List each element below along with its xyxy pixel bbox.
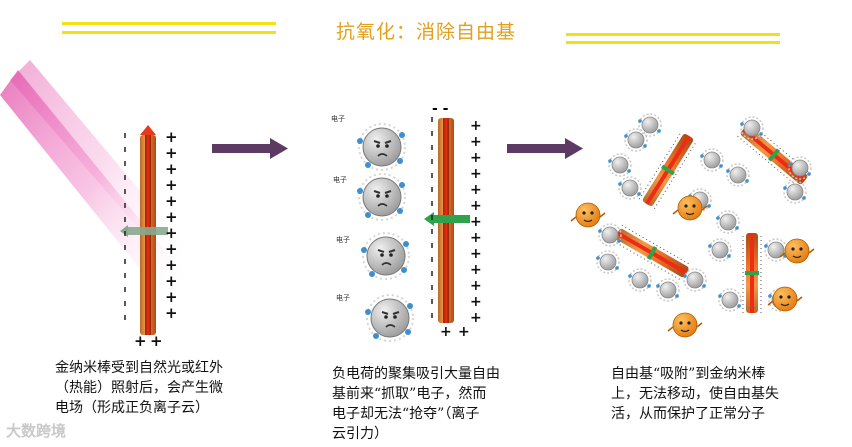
caption-panel1: 金纳米棒受到自然光或红外 （热能）照射后，会产生微 电场（形成正负离子云） xyxy=(55,358,223,418)
svg-text:- -: - - xyxy=(432,101,449,117)
gold-nanorod-2 xyxy=(424,118,470,323)
svg-text:+: + xyxy=(165,240,178,258)
process-arrow-1 xyxy=(212,138,288,159)
svg-text:+: + xyxy=(470,262,482,278)
light-beam xyxy=(0,60,190,300)
caption-panel3: 自由基“吸附”到金纳米棒 上，无法移动，使自由基失 活，从而保护了正常分子 xyxy=(611,364,779,424)
caption-line: 基前来“抓取”电子，然而 xyxy=(332,386,487,402)
caption-line: 上，无法移动，使自由基失 xyxy=(611,386,779,402)
title-bar-left-top xyxy=(62,22,276,25)
caption-line: 金纳米棒受到自然光或红外 xyxy=(55,360,223,376)
svg-text:+: + xyxy=(165,256,178,274)
caption-panel2: 负电荷的聚集吸引大量自由 基前来“抓取”电子，然而 电子却无法“抢夺”（离子 云… xyxy=(332,364,500,444)
plus-charges-1: +++ +++ +++ +++ ++ xyxy=(134,128,178,350)
title-bar-left-bottom xyxy=(62,31,276,34)
process-arrow-2 xyxy=(507,138,583,159)
minus-charges-2: - - xyxy=(431,101,449,320)
caption-line: 电场（形成正负离子云） xyxy=(55,400,209,416)
field-arrow-2 xyxy=(434,215,470,223)
svg-text:+: + xyxy=(165,192,178,210)
svg-text:+: + xyxy=(470,294,482,310)
page-title: 抗氧化：消除自由基 xyxy=(335,21,516,43)
plus-charges-2: +++ +++ +++ +++ + ++ xyxy=(440,118,482,340)
svg-text:+: + xyxy=(165,224,178,242)
svg-text:+: + xyxy=(440,324,452,340)
caption-line: 负电荷的聚集吸引大量自由 xyxy=(332,366,500,382)
svg-text:+: + xyxy=(470,278,482,294)
svg-text:+: + xyxy=(470,166,482,182)
svg-text:+: + xyxy=(470,310,482,326)
svg-text:+: + xyxy=(470,214,482,230)
watermark: 大数跨境 xyxy=(6,422,67,440)
svg-text:+: + xyxy=(165,160,178,178)
electron-label: 电子 xyxy=(336,293,350,302)
caption-line: （热能）照射后，会产生微 xyxy=(55,380,223,396)
svg-text:+: + xyxy=(165,272,178,290)
svg-text:+: + xyxy=(470,246,482,262)
electron-label: 电子 xyxy=(333,175,347,184)
svg-text:+: + xyxy=(165,176,178,194)
svg-text:+: + xyxy=(470,118,482,134)
caption-line: 活，从而保护了正常分子 xyxy=(611,406,765,422)
svg-text:+: + xyxy=(165,288,178,306)
electron-label: 电子 xyxy=(331,114,345,123)
electron-labels: 电子 电子 电子 电子 xyxy=(331,114,350,302)
svg-text:+: + xyxy=(458,324,470,340)
title-bar-right-top xyxy=(566,33,780,36)
svg-text:+: + xyxy=(165,144,178,162)
svg-text:+: + xyxy=(470,150,482,166)
caption-line: 电子却无法“抢夺”（离子 xyxy=(332,406,480,422)
svg-text:+: + xyxy=(134,332,147,350)
svg-text:+: + xyxy=(470,230,482,246)
svg-text:+: + xyxy=(150,332,163,350)
free-radicals-panel2 xyxy=(356,123,414,342)
gold-nanorod-1 xyxy=(120,125,168,335)
electron-label: 电子 xyxy=(336,235,350,244)
caption-line: 自由基“吸附”到金纳米棒 xyxy=(611,366,766,382)
svg-text:+: + xyxy=(165,208,178,226)
svg-text:+: + xyxy=(165,128,178,146)
adsorbed-cluster xyxy=(570,113,815,338)
svg-text:+: + xyxy=(470,134,482,150)
svg-text:+: + xyxy=(470,198,482,214)
title-bar-right-bottom xyxy=(566,41,780,44)
svg-text:+: + xyxy=(470,182,482,198)
field-arrow-1 xyxy=(128,227,168,235)
svg-text:+: + xyxy=(165,304,178,322)
caption-line: 云引力） xyxy=(332,426,388,442)
